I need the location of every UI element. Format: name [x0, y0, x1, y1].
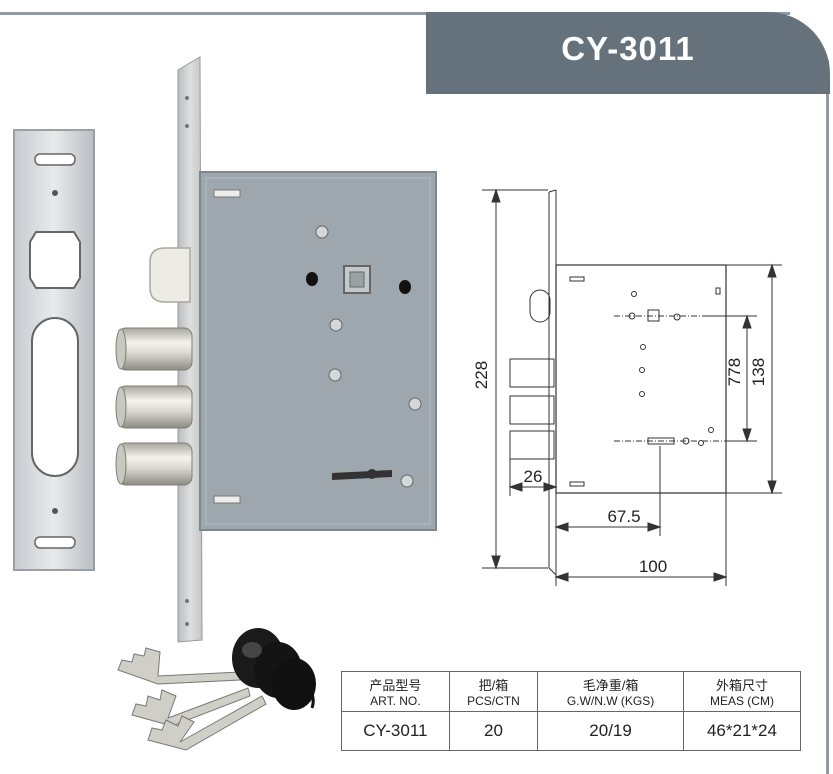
- header-pcs-cn: 把/箱: [448, 671, 539, 694]
- spec-table: 产品型号 把/箱 毛净重/箱 外箱尺寸 ART. NO. PCS/CTN G.W…: [341, 671, 802, 751]
- header-art-no-cn: 产品型号: [341, 671, 450, 694]
- dim-228: 228: [472, 361, 491, 389]
- strike-plate-icon: [13, 129, 95, 571]
- header-weight-en: G.W/N.W (KGS): [537, 694, 684, 712]
- technical-drawing-icon: [482, 188, 782, 586]
- cell-art-no: CY-3011: [341, 711, 450, 751]
- product-title: CY-3011: [561, 30, 695, 67]
- frame-top-line: [0, 12, 790, 15]
- cell-pcs: 20: [448, 711, 539, 751]
- header-meas-cn: 外箱尺寸: [682, 671, 802, 694]
- title-banner: CY-3011: [426, 12, 830, 94]
- dim-67-5: 67.5: [607, 507, 640, 526]
- dim-26: 26: [524, 467, 543, 486]
- dim-138: 138: [749, 358, 768, 386]
- dim-100: 100: [639, 557, 667, 576]
- mortise-lock-icon: [115, 56, 437, 643]
- frame-right-line: [826, 60, 829, 774]
- header-pcs-en: PCS/CTN: [448, 694, 539, 712]
- header-weight-cn: 毛净重/箱: [537, 671, 684, 694]
- table-row: CY-3011 20 20/19 46*21*24: [341, 711, 802, 751]
- header-art-no-en: ART. NO.: [341, 694, 450, 712]
- cell-meas: 46*21*24: [682, 711, 802, 751]
- dim-778: 778: [725, 358, 744, 386]
- header-meas-en: MEAS (CM): [682, 694, 802, 712]
- key-set-icon: [117, 628, 316, 751]
- cell-weight: 20/19: [537, 711, 684, 751]
